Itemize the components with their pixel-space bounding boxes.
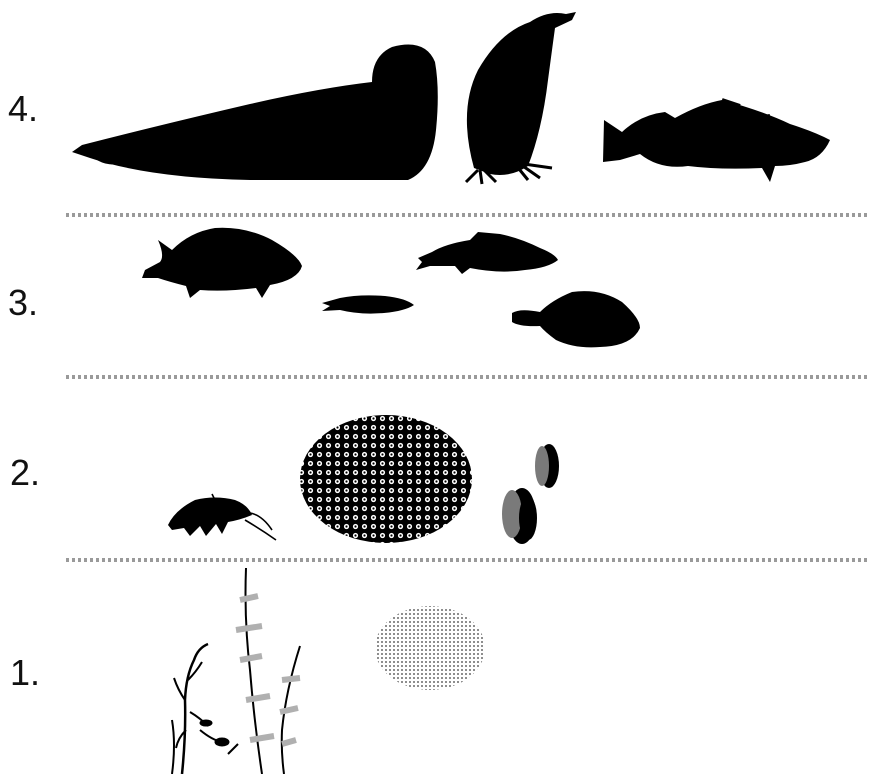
zooplankton-icon (300, 415, 472, 543)
flounder-icon (512, 291, 640, 347)
seal-icon (72, 45, 438, 180)
perch-icon (142, 228, 302, 298)
seaweed-icon (172, 568, 300, 774)
sprat-icon (322, 295, 414, 313)
amphipod-icon (168, 494, 276, 540)
cod-icon (603, 100, 830, 182)
zander-icon (416, 232, 558, 274)
mussel-icon (502, 444, 559, 544)
phytoplankton-icon (375, 606, 485, 690)
guillemot-icon (466, 12, 576, 184)
